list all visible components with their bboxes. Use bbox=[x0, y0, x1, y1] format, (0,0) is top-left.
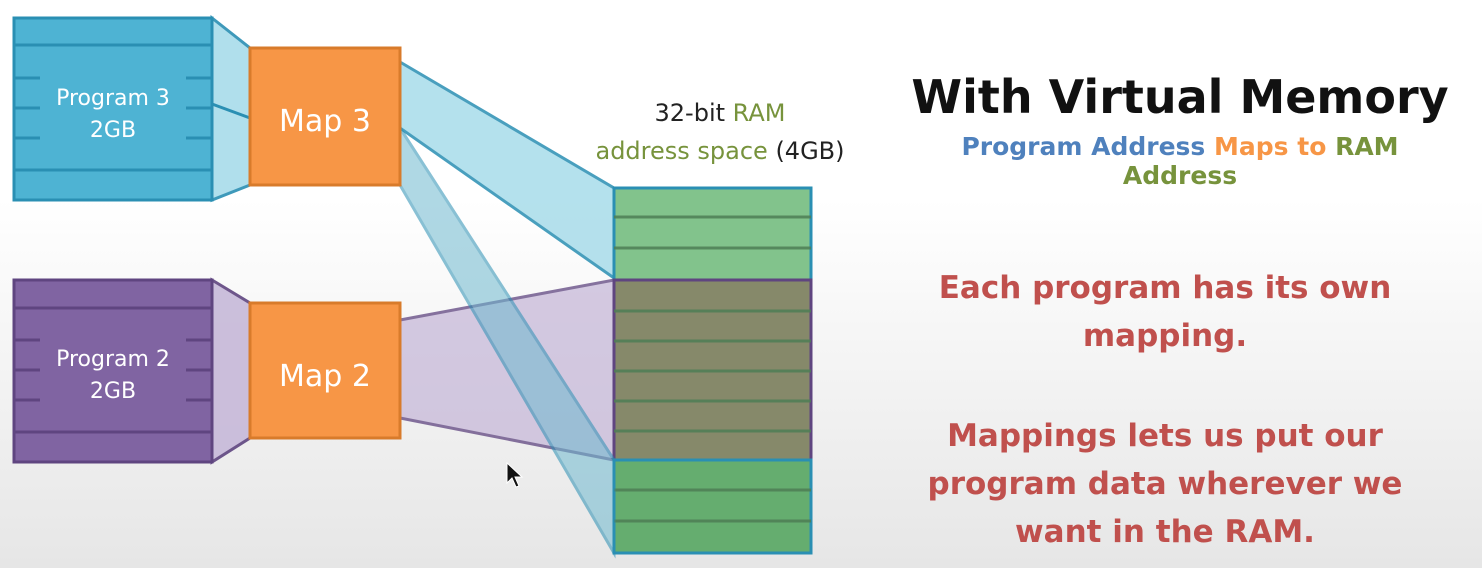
page-title: With Virtual Memory bbox=[911, 70, 1449, 124]
ram-label: 32-bit RAM address space (4GB) bbox=[570, 94, 870, 170]
note-each-program-mapping: Each program has its own mapping. bbox=[938, 270, 1392, 354]
map-2-label: Map 2 bbox=[279, 359, 371, 394]
program-2-label: Program 2 bbox=[56, 347, 170, 372]
program-2-block: Program 2 2GB bbox=[12, 278, 214, 464]
program-3-label: Program 3 bbox=[56, 86, 170, 111]
ram-segment-bottom bbox=[612, 458, 813, 555]
map-2-box: Map 2 bbox=[248, 301, 402, 440]
subtitle-maps-to: Maps to bbox=[1205, 132, 1336, 161]
ram-label-ram: RAM bbox=[732, 99, 786, 127]
ram-segment-top bbox=[612, 186, 813, 282]
ram-label-prefix: 32-bit bbox=[654, 99, 733, 127]
program-3-to-map-3-funnel bbox=[210, 14, 252, 203]
program-3-block: Program 3 2GB bbox=[12, 16, 214, 202]
page-subtitle: Program Address Maps to RAM Address bbox=[905, 132, 1455, 190]
program-3-size: 2GB bbox=[90, 118, 136, 143]
ram-label-size: (4GB) bbox=[767, 137, 845, 165]
program-2-to-map-2-funnel bbox=[210, 277, 252, 465]
program-2-size: 2GB bbox=[90, 379, 136, 404]
note-mappings-placement: Mappings lets us put our program data wh… bbox=[927, 418, 1403, 550]
subtitle-ram-address: RAM Address bbox=[1122, 132, 1399, 190]
explanation-notes: Each program has its own mapping. Mappin… bbox=[905, 264, 1425, 556]
ram-label-address-space: address space bbox=[595, 137, 768, 165]
map-3-box: Map 3 bbox=[248, 46, 402, 187]
subtitle-program-address: Program Address bbox=[961, 132, 1206, 161]
mouse-cursor-icon bbox=[506, 461, 524, 488]
program-3-to-map-3-line bbox=[211, 102, 251, 120]
map-3-label: Map 3 bbox=[279, 104, 371, 139]
ram-address-space bbox=[612, 186, 813, 555]
